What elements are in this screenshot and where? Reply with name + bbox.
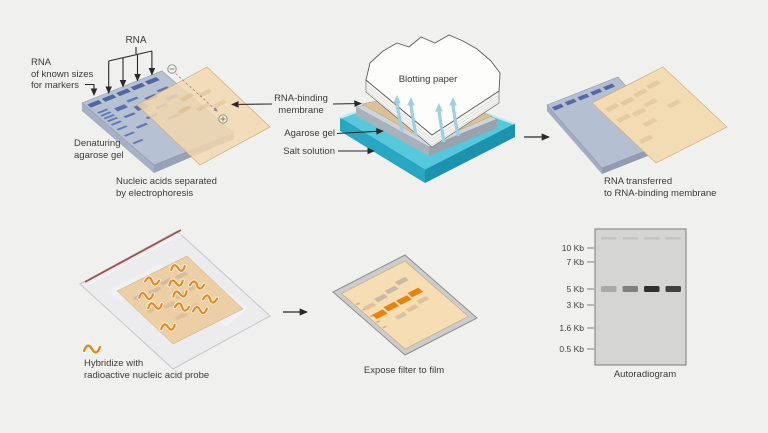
salt-solution-label: Salt solution (283, 146, 335, 157)
rna-label: RNA (125, 35, 147, 46)
tick-3kb: 3 Kb (566, 300, 585, 310)
anode-icon (218, 114, 228, 124)
blotting-paper-label: Blotting paper (398, 74, 458, 85)
step4-caption: Hybridize with radioactive nucleic acid … (84, 358, 210, 381)
rna-lane-pointers (105, 47, 156, 94)
marker-lane-pointer (85, 83, 98, 96)
capillary-flow-arrows (393, 95, 460, 143)
denaturing-gel-label: Denaturing agarose gel (74, 138, 124, 161)
autoradiogram-wells (601, 237, 681, 240)
blotting-paper (365, 34, 501, 148)
agarose-gel-label: Agarose gel (284, 128, 335, 139)
tick-5kb: 5 Kb (566, 284, 585, 294)
tick-0-5kb: 0.5 Kb (559, 344, 584, 354)
autoradiogram-caption: Autoradiogram (613, 369, 677, 380)
rna-markers-label: RNA of known sizes for markers (31, 57, 94, 92)
tick-10kb: 10 Kb (561, 243, 584, 253)
autoradiogram-film (587, 228, 687, 366)
probe-legend-icon (84, 345, 101, 354)
rna-binding-membrane-overlay (136, 66, 271, 166)
transferred-membrane (591, 66, 728, 164)
hybridization-bag (79, 229, 271, 370)
step3-caption: RNA transferred to RNA-binding membrane (604, 176, 717, 199)
cathode-icon (167, 64, 177, 74)
step1-caption: Nucleic acids separated by electrophores… (116, 176, 217, 199)
tick-1-6kb: 1.6 Kb (559, 323, 584, 333)
step5-caption: Expose filter to film (363, 365, 445, 376)
autoradiogram-bands (601, 286, 681, 292)
stack-label-connectors (231, 100, 384, 155)
transferred-bands (176, 88, 227, 115)
tick-7kb: 7 Kb (566, 257, 585, 267)
size-ticks (587, 247, 594, 350)
rna-binding-membrane-label: RNA-binding membrane (274, 93, 328, 116)
exposed-filter (332, 254, 478, 356)
